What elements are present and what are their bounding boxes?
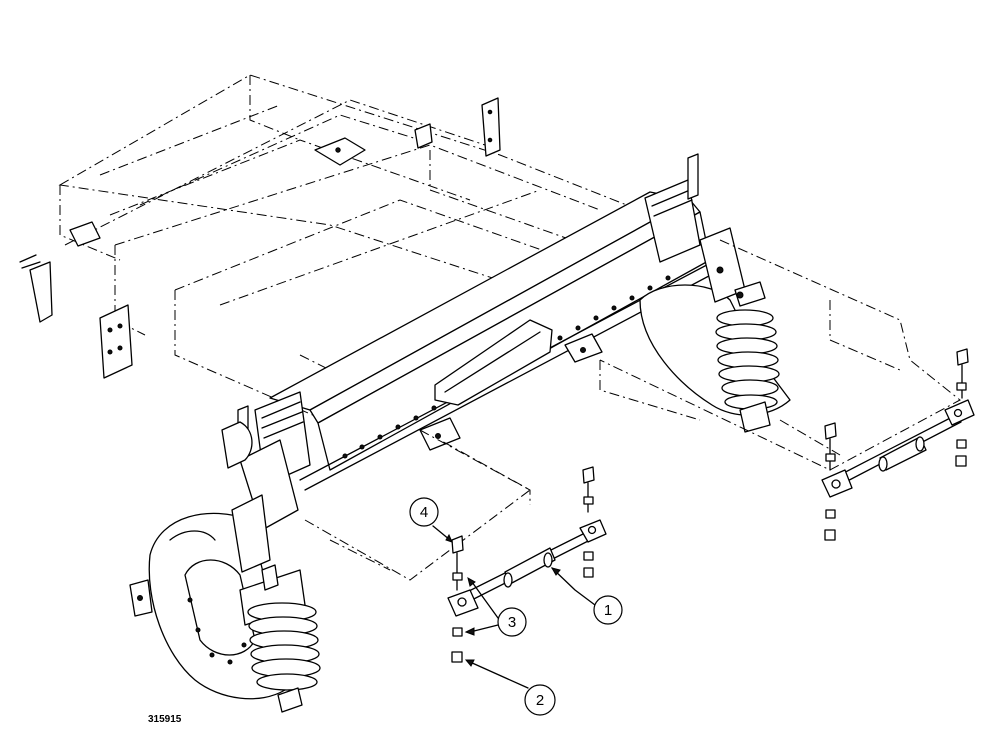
callout-label: 1 [604,602,612,619]
right-tie-bar [821,399,975,498]
figure-number: 315915 [148,714,182,725]
right-tie-bar-hardware [824,348,969,541]
right-coil-spring [715,291,780,433]
callout-label: 2 [536,692,544,709]
rear-frame-phantom [58,74,692,441]
callout-4: 4 [409,497,453,543]
callout-1: 1 [550,567,623,625]
left-tie-bar-hardware [451,466,595,663]
left-tie-bar [447,519,607,617]
front-axle-beam [237,153,725,491]
callout-label: 4 [420,504,428,521]
left-coil-spring [221,421,321,713]
rear-crossmember-brackets [19,97,501,379]
callout-3: 3 [464,576,527,637]
front-frame-phantom [304,239,961,581]
callout-2: 2 [464,659,556,716]
callout-label: 3 [508,614,516,631]
